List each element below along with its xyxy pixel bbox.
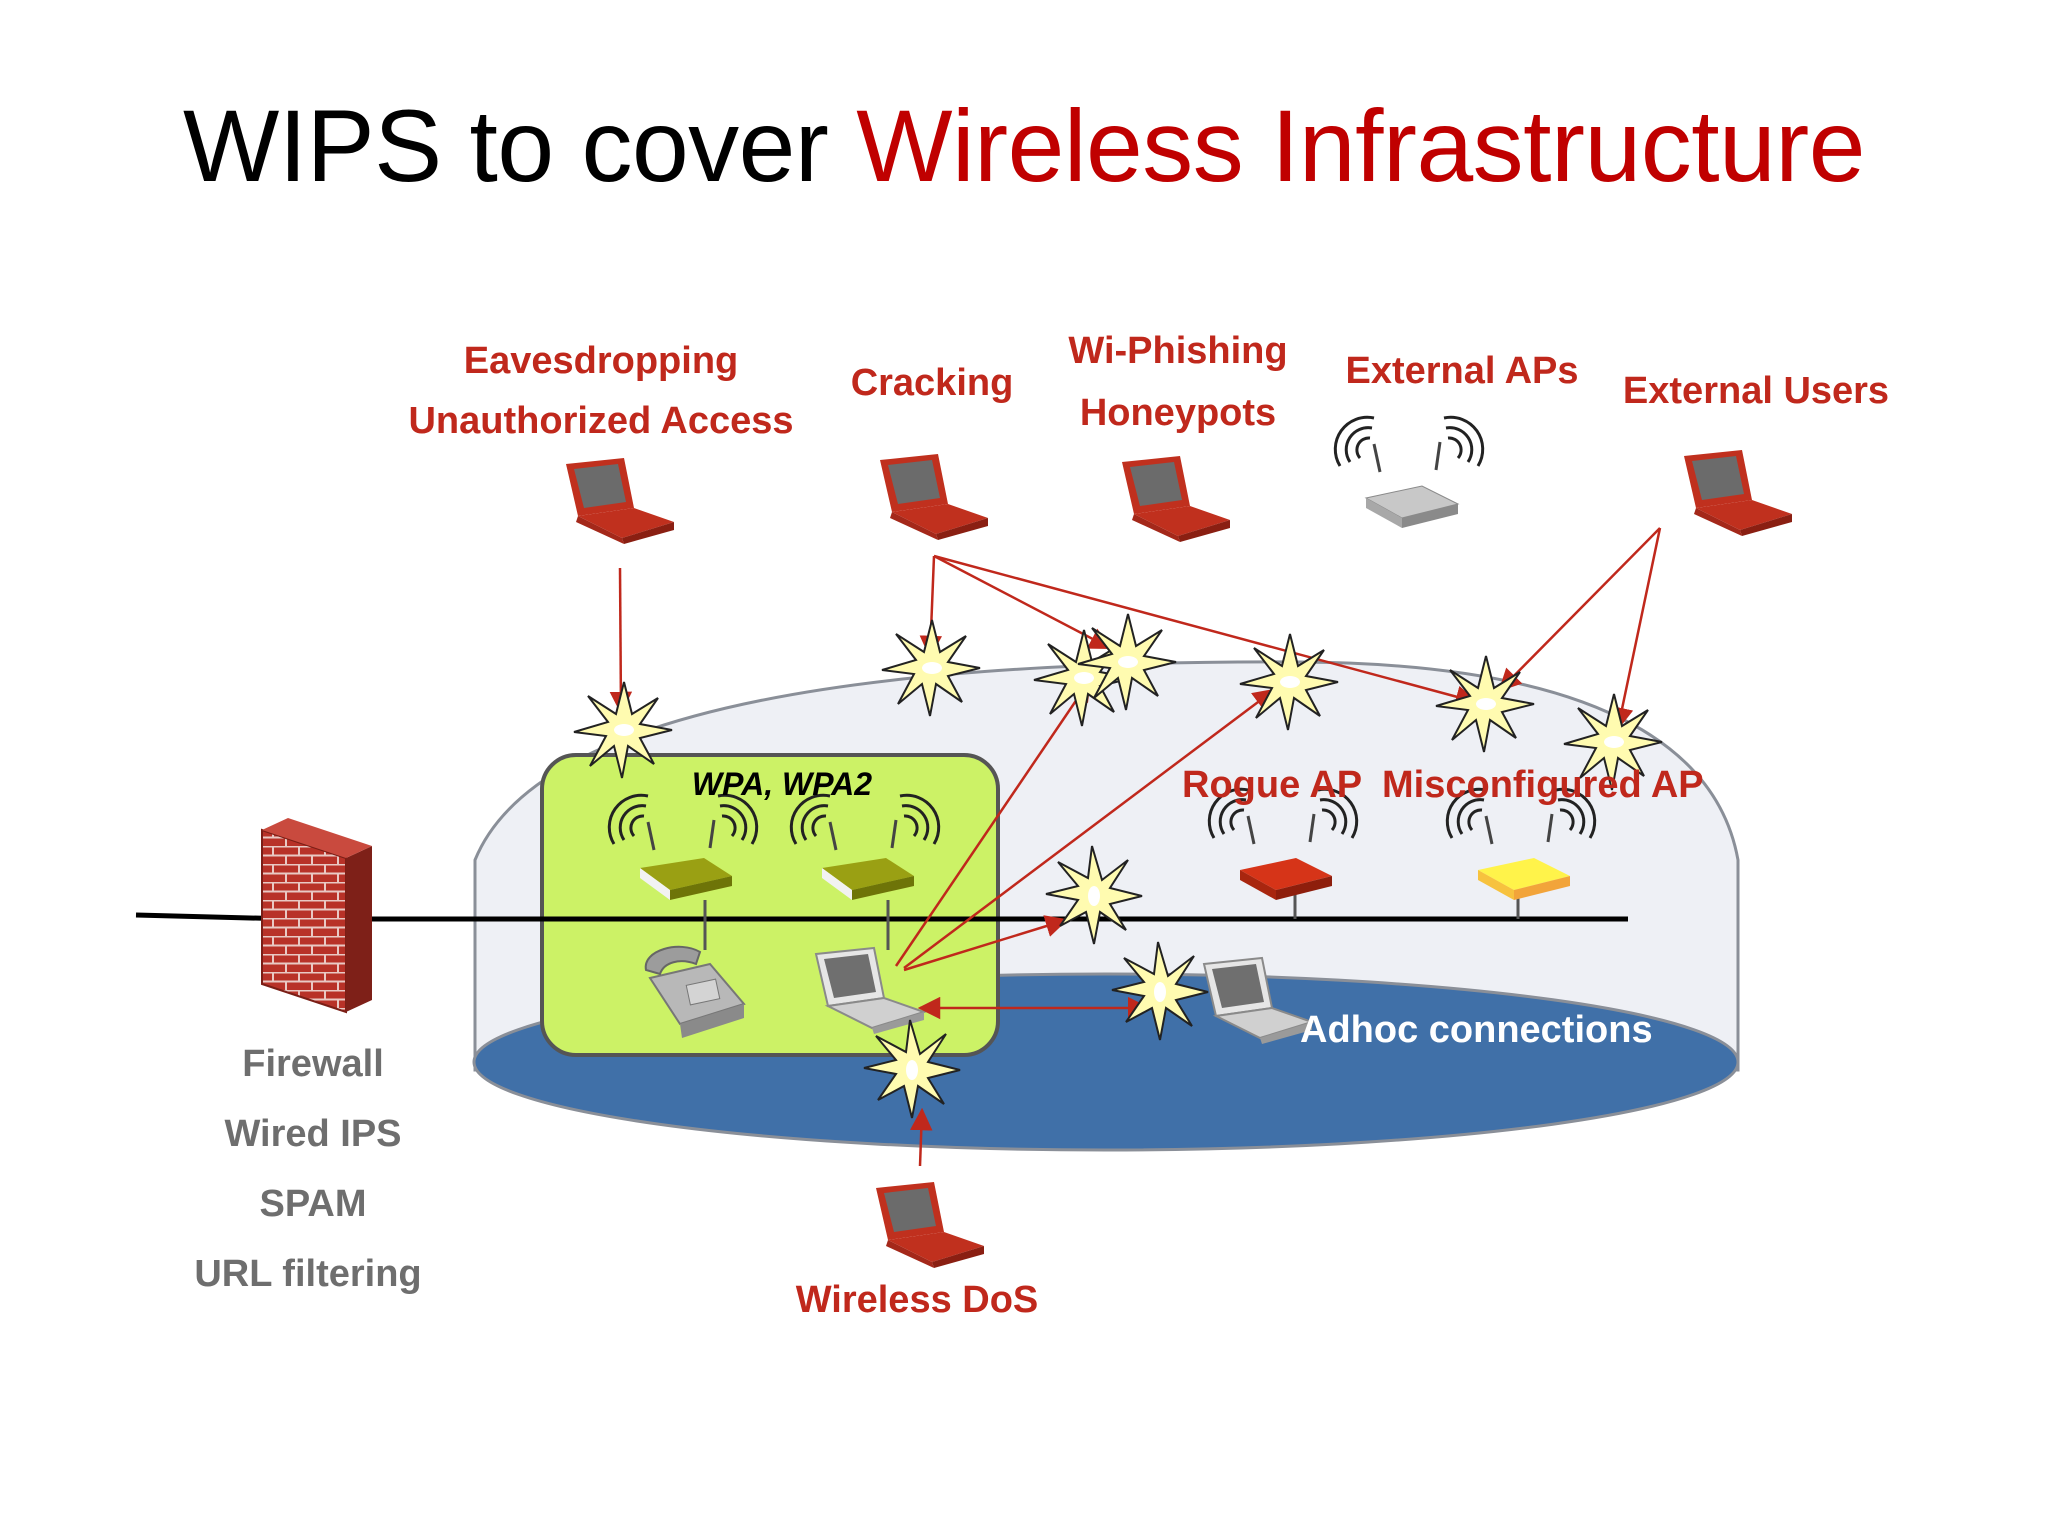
- label-rogue-ap: Rogue AP: [1182, 764, 1362, 806]
- wireless-router-icon: [791, 795, 938, 900]
- label-wireless-dos: Wireless DoS: [796, 1279, 1039, 1321]
- external-ap-icon: [1335, 417, 1482, 528]
- label-cracking: Cracking: [851, 362, 1014, 404]
- label-wi-phishing: Wi-Phishing: [1068, 330, 1287, 372]
- label-honeypots: Honeypots: [1080, 392, 1276, 434]
- desk-phone-icon: [644, 945, 746, 1038]
- label-misconfigured-ap: Misconfigured AP: [1382, 764, 1704, 806]
- title-prefix: WIPS to cover: [183, 89, 857, 203]
- attacker-laptop-icon: [1684, 450, 1792, 536]
- label-wired-ips: Wired IPS: [224, 1113, 401, 1155]
- label-url-filtering: URL filtering: [194, 1253, 421, 1295]
- label-firewall: Firewall: [242, 1043, 384, 1085]
- attacker-laptop-icon: [880, 454, 988, 540]
- attacker-laptop-icon: [566, 458, 674, 544]
- attack-arrows: [609, 527, 1662, 1167]
- label-wpa: WPA, WPA2: [692, 766, 872, 802]
- label-unauthorized-access: Unauthorized Access: [408, 400, 793, 442]
- label-adhoc-connections: Adhoc connections: [1300, 1009, 1653, 1051]
- brick-wall-icon: [261, 818, 372, 1014]
- label-external-aps: External APs: [1345, 350, 1578, 392]
- label-external-users: External Users: [1623, 370, 1889, 412]
- title-highlight: Wireless Infrastructure: [856, 89, 1865, 203]
- page-title: WIPS to cover Wireless Infrastructure: [0, 88, 2048, 205]
- attacker-laptop-icon: [876, 1182, 984, 1268]
- attacker-laptop-icon: [1122, 456, 1230, 542]
- label-eavesdropping: Eavesdropping: [464, 340, 739, 382]
- wireless-router-icon: [609, 795, 756, 900]
- rogue-ap-icon: [1209, 789, 1356, 900]
- misconfigured-ap-icon: [1447, 789, 1594, 900]
- label-spam: SPAM: [260, 1183, 367, 1225]
